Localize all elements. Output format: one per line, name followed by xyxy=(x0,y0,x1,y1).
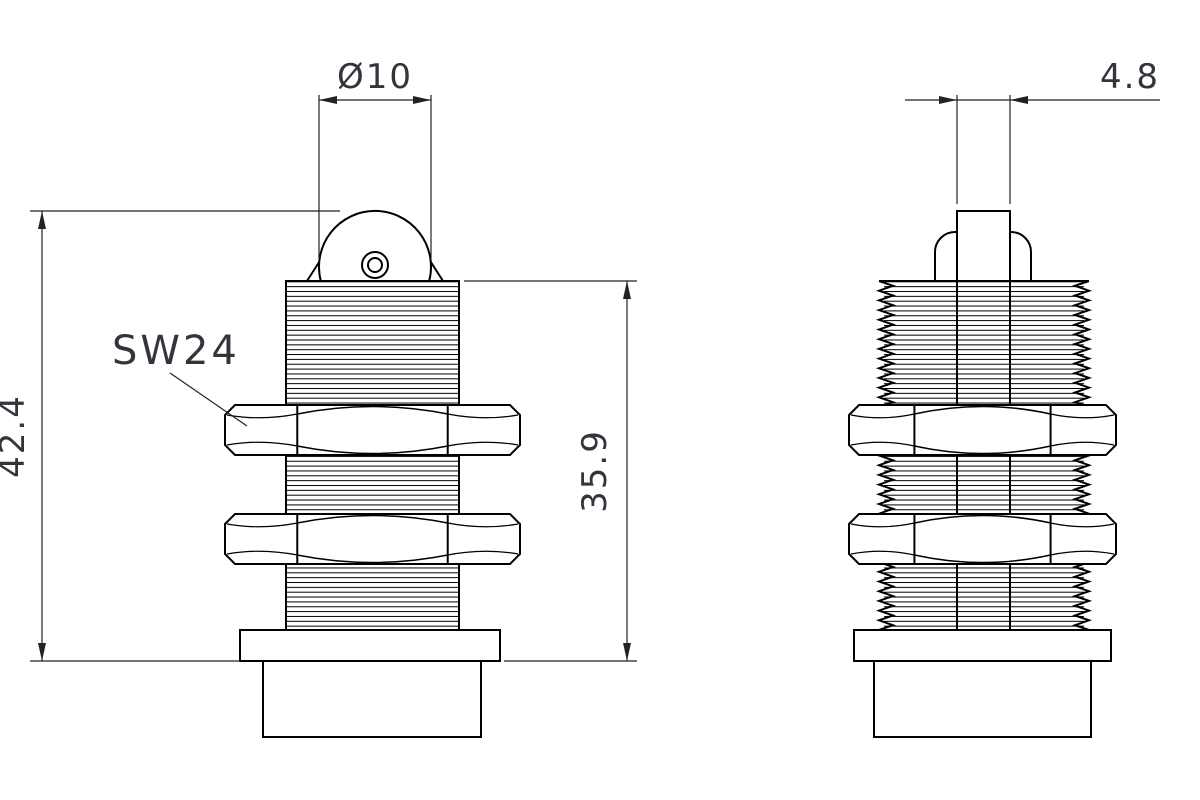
side-nut-upper xyxy=(848,404,1117,456)
side-nut-upper-chamfer-arc xyxy=(1050,413,1115,419)
dimension-text-roller-width: 4.8 xyxy=(1100,57,1160,97)
side-nut-upper-chamfer-arc xyxy=(850,413,915,419)
side-nut-lower-chamfer-arc xyxy=(850,522,915,528)
front-nut-upper-chamfer-arc xyxy=(226,441,298,447)
front-nut-lower-outline xyxy=(224,513,521,565)
side-nut-upper-chamfer-arc xyxy=(1050,441,1115,447)
dimension-text-thread-length: 35.9 xyxy=(575,429,615,513)
side-flange xyxy=(853,629,1112,662)
front-roller-hub-outer xyxy=(361,251,389,279)
front-nut-lower-chamfer-arc xyxy=(226,522,298,528)
front-nut-upper-chamfer-arc xyxy=(447,441,519,447)
side-view xyxy=(848,210,1117,738)
dimension-text-overall-height: 42.4 xyxy=(0,394,33,478)
front-nut-lower xyxy=(224,513,521,565)
front-nut-upper-chamfer-arc xyxy=(297,445,448,455)
front-nut-lower-chamfer-arc xyxy=(297,554,448,564)
side-nuts xyxy=(848,404,1117,565)
front-roller-axle xyxy=(367,257,383,273)
side-nut-lower-chamfer-arc xyxy=(914,554,1051,564)
side-nut-lower-chamfer-arc xyxy=(1050,550,1115,556)
front-nut-upper-outline xyxy=(224,404,521,456)
wrench-size-text: SW24 xyxy=(112,328,240,374)
front-nut-lower-chamfer-arc xyxy=(226,550,298,556)
front-nut-upper-chamfer-arc xyxy=(447,413,519,419)
arrowhead-bottom xyxy=(38,643,46,661)
side-nut-lower-chamfer-arc xyxy=(850,550,915,556)
side-nut-upper-chamfer-arc xyxy=(850,441,915,447)
dimension-roller-width: 4.8 xyxy=(905,57,1160,204)
dimension-roller-diameter: Ø10 xyxy=(318,57,432,259)
front-lower-body xyxy=(262,660,482,738)
arrowhead-right xyxy=(1010,96,1028,104)
arrowhead-left xyxy=(319,96,337,104)
front-nut-lower-chamfer-arc xyxy=(447,550,519,556)
front-nut-upper xyxy=(224,404,521,456)
dimension-text-roller-diameter: Ø10 xyxy=(337,57,413,97)
front-nuts xyxy=(224,404,521,565)
side-nut-lower xyxy=(848,513,1117,565)
dimension-overall-height: 42.4 xyxy=(0,210,340,662)
front-nut-lower-chamfer-arc xyxy=(297,514,448,524)
front-nut-lower-chamfer-arc xyxy=(447,522,519,528)
arrowhead-bottom xyxy=(623,643,631,661)
side-nut-upper-chamfer-arc xyxy=(914,445,1051,455)
dimension-thread-length: 35.9 xyxy=(464,280,637,662)
leader-line xyxy=(169,372,248,427)
side-nut-upper-outline xyxy=(848,404,1117,456)
side-nut-lower-outline xyxy=(848,513,1117,565)
side-nut-upper-chamfer-arc xyxy=(914,405,1051,415)
side-nut-lower-chamfer-arc xyxy=(1050,522,1115,528)
label-wrench-size: SW24 xyxy=(112,328,248,427)
arrowhead-right xyxy=(413,96,431,104)
front-view xyxy=(224,210,521,738)
arrowhead-left xyxy=(939,96,957,104)
arrowhead-top xyxy=(38,211,46,229)
side-lower-body xyxy=(873,660,1092,738)
front-nut-upper-chamfer-arc xyxy=(297,405,448,415)
side-nut-lower-chamfer-arc xyxy=(914,514,1051,524)
side-roller-edge xyxy=(956,210,1011,282)
front-flange xyxy=(239,629,501,662)
arrowhead-top xyxy=(623,281,631,299)
front-roller-wheel xyxy=(318,210,432,282)
